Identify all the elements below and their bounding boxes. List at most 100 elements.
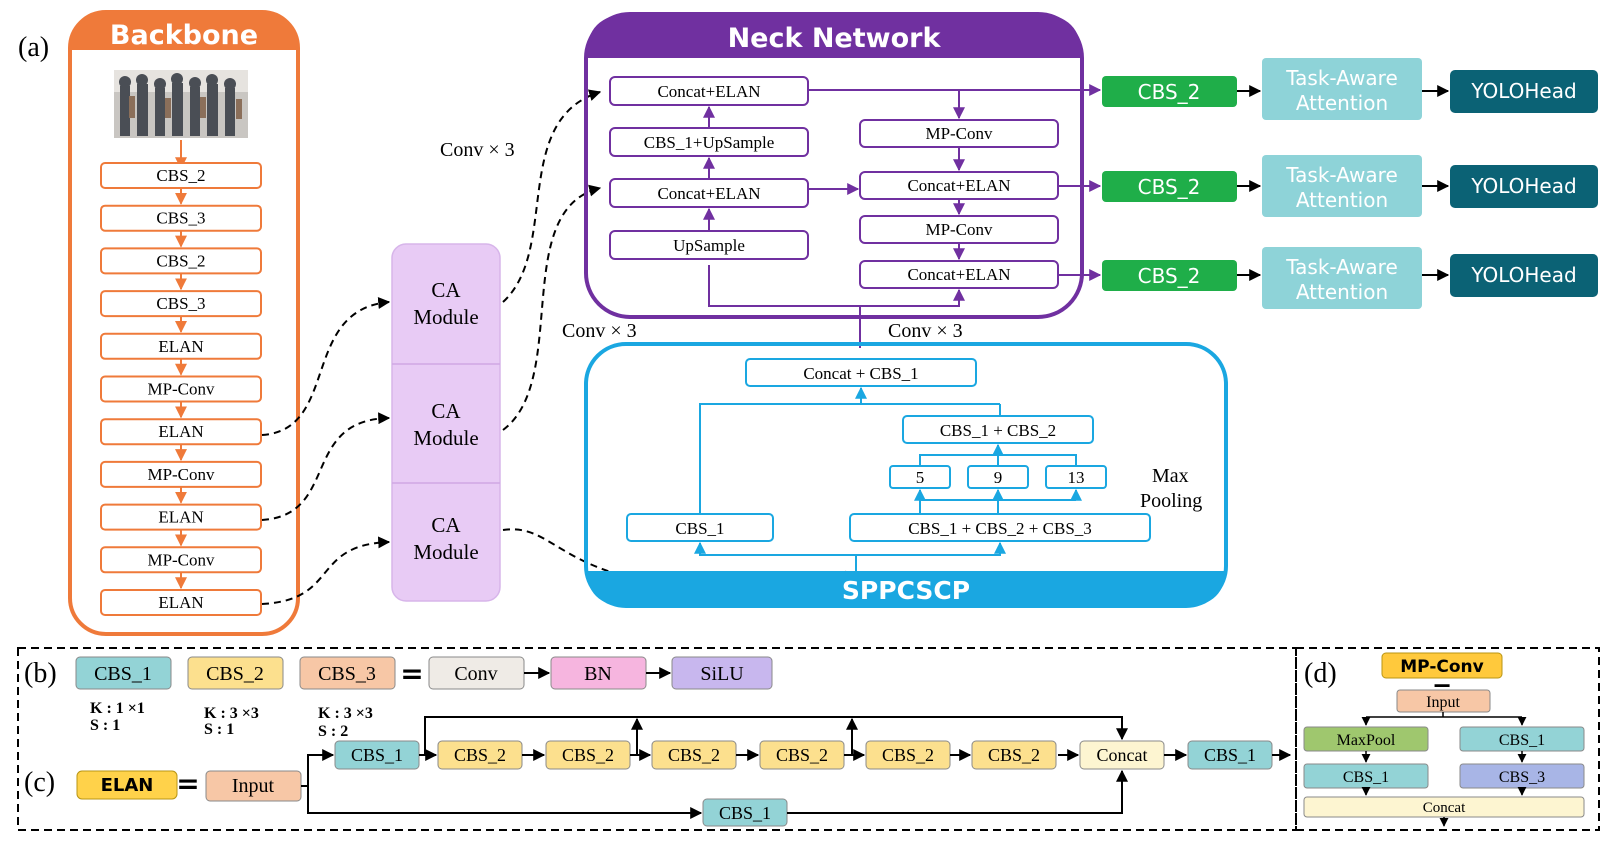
neck-left-text-0: Concat+ELAN (657, 82, 760, 101)
backbone-layer-text-0: CBS_2 (156, 166, 205, 185)
head-cbs2-1 (1102, 171, 1237, 202)
neck-right-text-0: MP-Conv (925, 124, 993, 143)
head-attention-0 (1262, 58, 1422, 120)
head-attention-line2-1: Attention (1296, 188, 1388, 212)
spp-cbs1-text: CBS_1 (675, 519, 724, 538)
head-cbs2-text-1: CBS_2 (1138, 175, 1201, 199)
backbone-layer-text-8: ELAN (158, 508, 203, 527)
head-yolo-2 (1450, 254, 1598, 297)
spp-pool9-text: 9 (994, 468, 1003, 487)
backbone-layer-text-6: ELAN (158, 422, 203, 441)
head-attention-2 (1262, 247, 1422, 309)
legend-cbs2-text: CBS_2 (206, 663, 264, 685)
head-attention-line1-2: Task-Aware (1285, 255, 1398, 279)
spp-cbs12-text: CBS_1 + CBS_2 (940, 421, 1056, 440)
backbone-layer-text-2: CBS_2 (156, 251, 205, 270)
conv-label-top: Conv × 3 (440, 139, 515, 161)
neck-to-head-arrows (959, 84, 1102, 281)
backbone-header (70, 12, 298, 50)
elan-cbs1-bottom-text: CBS_1 (719, 803, 771, 823)
legend-equals: = (400, 657, 423, 690)
elan-label-box (76, 770, 178, 800)
backbone-layer-text-5: MP-Conv (147, 380, 215, 399)
legend-silu (671, 656, 773, 690)
ca-module-1-line1: CA (431, 278, 461, 302)
ca-module-3-line2: Module (413, 540, 478, 564)
mpconv-concat-text: Concat (1423, 800, 1466, 816)
panel-a-label: (a) (18, 32, 49, 63)
elan-cbs2-text-1: CBS_2 (562, 745, 614, 765)
legend-bn-text: BN (584, 663, 612, 685)
elan-concat-text: Concat (1097, 745, 1148, 765)
panel-d-label: (d) (1304, 658, 1337, 689)
mpconv-cbs1-right-text: CBS_1 (1499, 732, 1545, 749)
sppcscp-panel: SPPCSCP Concat + CBS_1 CBS_1 + CBS_2 5 9… (584, 342, 1228, 608)
head-cbs2-0 (1102, 76, 1237, 107)
backbone-layer-stack: CBS_2CBS_3CBS_2CBS_3ELANMP-ConvELANMP-Co… (100, 162, 262, 616)
backbone-layer-10 (100, 589, 262, 616)
head-attention-line2-2: Attention (1296, 280, 1388, 304)
neck-network-panel: Neck Network Concat+ELAN CBS_1+UpSample … (584, 12, 1084, 348)
head-attention-line1-0: Task-Aware (1285, 66, 1398, 90)
elan-cbs2-text-4: CBS_2 (882, 745, 934, 765)
elan-cbs1-out-text: CBS_1 (1204, 745, 1256, 765)
neck-right-text-1: Concat+ELAN (907, 176, 1010, 195)
sppcscp-title: SPPCSCP (842, 576, 970, 605)
legend-cbs1-text: CBS_1 (94, 663, 152, 685)
bottom-legend: (b) (c) (d) CBS_1 CBS_2 CBS_3 Conv BN Si… (17, 647, 1600, 831)
panel-d-frame (1295, 647, 1600, 831)
head-yolo-1 (1450, 165, 1598, 208)
elan-cbs2-text-5: CBS_2 (988, 745, 1040, 765)
head-yolo-text-0: YOLOHead (1470, 79, 1576, 103)
head-attention-1 (1262, 155, 1422, 217)
spp-concat-text: Concat + CBS_1 (803, 364, 918, 383)
legend-cbs3 (299, 656, 396, 690)
spp-pool13-text: 13 (1068, 468, 1085, 487)
elan-equals: = (176, 767, 199, 800)
elan-cbs2-text-3: CBS_2 (776, 745, 828, 765)
mpconv-cbs3-text: CBS_3 (1499, 769, 1545, 786)
neck-left-text-2: Concat+ELAN (657, 184, 760, 203)
backbone-panel: Backbone CBS_2CBS_3CBS_2CBS_3ELANMP-Conv… (68, 10, 300, 636)
neck-right-text-2: MP-Conv (925, 220, 993, 239)
neck-left-text-1: CBS_1+UpSample (644, 133, 775, 152)
spp-maxpool-line1: Max (1152, 465, 1189, 487)
sppcscp-footer (586, 566, 1226, 606)
ca-module-2-line2: Module (413, 426, 478, 450)
backbone-title: Backbone (110, 20, 258, 51)
spp-cbs123 (849, 513, 1151, 542)
legend-s1: S : 1 (90, 717, 120, 734)
conv-label-middle-left: Conv × 3 (562, 320, 637, 342)
panel-c-label: (c) (24, 767, 55, 798)
ca-module-3-line1: CA (431, 513, 461, 537)
head-cbs2-2 (1102, 260, 1237, 291)
spp-maxpool-line2: Pooling (1140, 490, 1202, 512)
legend-k1: K : 1 ×1 (90, 700, 145, 717)
elan-input-text: Input (232, 775, 275, 797)
elan-cbs1-top-text: CBS_1 (351, 745, 403, 765)
head-yolo-text-2: YOLOHead (1470, 263, 1576, 287)
spp-connectors (694, 386, 1082, 575)
backbone-layer-text-3: CBS_3 (156, 294, 205, 313)
backbone-layer-text-10: ELAN (158, 593, 203, 612)
panel-b-label: (b) (24, 658, 57, 689)
mpconv-connectors (1361, 712, 1527, 827)
elan-connectors (301, 716, 1292, 819)
elan-cbs2-5 (971, 740, 1057, 770)
mpconv-title-box (1381, 652, 1503, 679)
neck-left-text-3: UpSample (673, 236, 745, 255)
head-cbs2-text-0: CBS_2 (1138, 80, 1201, 104)
legend-k2: K : 3 ×3 (204, 705, 259, 722)
ca-module-stack: CA Module CA Module CA Module (391, 243, 501, 602)
mpconv-maxpool-text: MaxPool (1337, 732, 1396, 749)
legend-cbs1 (75, 656, 172, 690)
elan-cbs2-text-2: CBS_2 (668, 745, 720, 765)
neck-right-text-3: Concat+ELAN (907, 265, 1010, 284)
mpconv-cbs1-left-text: CBS_1 (1343, 769, 1389, 786)
legend-cbs3-text: CBS_3 (318, 663, 376, 685)
ca-module-column (391, 243, 501, 602)
head-attention-line1-1: Task-Aware (1285, 163, 1398, 187)
legend-cbs2 (187, 656, 284, 690)
